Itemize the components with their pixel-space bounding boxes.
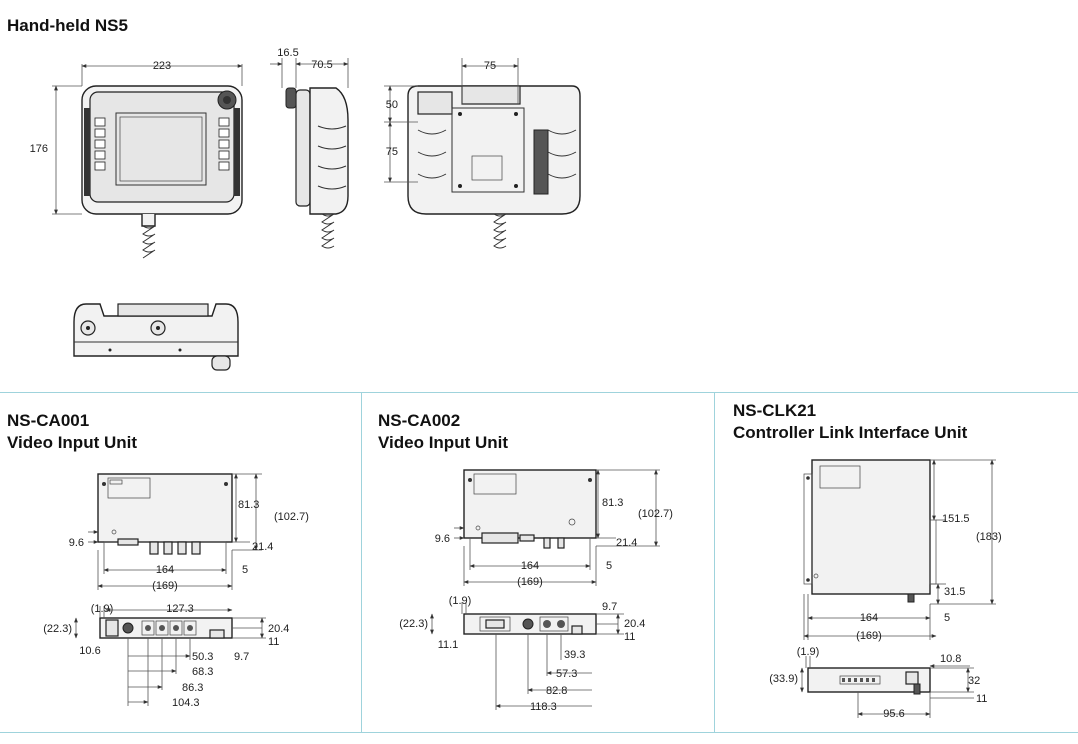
ca001-dim-5: 5 (242, 564, 248, 576)
ca001-top-view: 81.3 (102.7) 9.6 21.4 164 5 (169) (69, 473, 309, 592)
clk21-title: NS-CLK21 Controller Link Interface Unit (733, 400, 967, 444)
ca002-dim-169: (169) (517, 576, 543, 588)
clk21-dim-169: (169) (856, 630, 882, 642)
ca001b-dim-9-7: 9.7 (234, 651, 249, 663)
ca002b-dim-20-4: 20.4 (624, 618, 645, 630)
ca002b-dim-82-8: 82.8 (546, 685, 567, 697)
ca002-bottom-view: (1.9) 9.7 (22.3) 20.4 11 11.1 39.3 57.3 … (399, 595, 645, 713)
horizontal-divider-top (0, 392, 1078, 393)
ca002-dim-21-4: 21.4 (616, 537, 637, 549)
ca002-model: NS-CA002 (378, 411, 461, 430)
ca001-dim-102-7: (102.7) (274, 511, 309, 523)
ca001b-dim-20-4: 20.4 (268, 623, 289, 635)
vertical-divider-2 (714, 392, 715, 733)
ca001-dim-81-3: 81.3 (238, 499, 259, 511)
handheld-bottom-view (73, 303, 239, 371)
clk21b-dim-1-9: (1.9) (797, 646, 820, 658)
handheld-front-view: 223 176 (30, 60, 243, 259)
ca002b-dim-118-3: 118.3 (530, 701, 557, 713)
horizontal-divider-bottom (0, 732, 1078, 733)
ca002-dim-164: 164 (521, 560, 539, 572)
clk21-top-view: 151.5 (183) 31.5 164 5 (169) (803, 459, 1002, 642)
ca001b-dim-22-3: (22.3) (43, 623, 72, 635)
ca001-dim-9-6: 9.6 (69, 537, 84, 549)
clk21b-dim-32: 32 (968, 675, 980, 687)
ca002b-dim-57-3: 57.3 (556, 668, 577, 680)
clk21-dim-5: 5 (944, 612, 950, 624)
clk21-model: NS-CLK21 (733, 401, 817, 420)
clk21-dim-151-5: 151.5 (942, 513, 970, 525)
ca002b-dim-1-9: (1.9) (449, 595, 472, 607)
ca001-dim-21-4: 21.4 (252, 541, 273, 553)
ca001-model: NS-CA001 (7, 411, 90, 430)
clk21-dim-183: (183) (976, 531, 1002, 543)
ca001b-dim-10-6: 10.6 (79, 645, 100, 657)
dim-50: 50 (386, 99, 398, 111)
clk21-dim-164: 164 (860, 612, 878, 624)
vertical-divider-1 (361, 392, 362, 733)
dim-75-side: 75 (386, 146, 398, 158)
ca002-dim-81-3: 81.3 (602, 497, 623, 509)
clk21-subtitle: Controller Link Interface Unit (733, 423, 968, 442)
ca002-dim-5: 5 (606, 560, 612, 572)
ca001-title: NS-CA001 Video Input Unit (7, 410, 137, 454)
handheld-side-view: 16.5 70.5 (270, 47, 349, 249)
ca002-dim-9-6: 9.6 (435, 533, 450, 545)
ca001-bottom-view: (1.9) 127.3 (22.3) 20.4 11 10.6 50.3 9.7… (43, 603, 289, 709)
ca001b-dim-11: 11 (268, 636, 279, 648)
ca001b-dim-1-9: (1.9) (91, 603, 114, 615)
clk21b-dim-33-9: (33.9) (769, 673, 798, 685)
dim-176: 176 (30, 143, 48, 155)
ca002-title: NS-CA002 Video Input Unit (378, 410, 508, 454)
hand-held-title: Hand-held NS5 (7, 16, 128, 35)
ca002b-dim-11-1: 11.1 (438, 639, 459, 651)
handheld-back-view: 75 50 75 (384, 58, 581, 249)
ca001b-dim-127-3: 127.3 (166, 603, 194, 615)
ca001b-dim-104-3: 104.3 (172, 697, 200, 709)
clk21-bottom-view: (1.9) 10.8 (33.9) 32 11 95.6 (769, 646, 987, 720)
ca001b-dim-50-3: 50.3 (192, 651, 213, 663)
ca002-dim-102-7: (102.7) (638, 508, 673, 520)
dim-16-5: 16.5 (277, 47, 298, 59)
ca001-dim-164: 164 (156, 564, 174, 576)
ca001b-dim-68-3: 68.3 (192, 666, 213, 678)
ca002b-dim-9-7: 9.7 (602, 601, 617, 613)
dim-223: 223 (153, 60, 171, 72)
clk21-dim-31-5: 31.5 (944, 586, 965, 598)
ca002b-dim-39-3: 39.3 (564, 649, 585, 661)
ca002b-dim-11: 11 (624, 631, 635, 643)
ca001-subtitle: Video Input Unit (7, 433, 138, 452)
dim-75-top: 75 (484, 60, 496, 72)
ca001b-dim-86-3: 86.3 (182, 682, 203, 694)
clk21b-dim-95-6: 95.6 (883, 708, 904, 720)
ca002-top-view: 81.3 (102.7) 9.6 21.4 164 5 (169) (435, 469, 673, 588)
clk21b-dim-10-8: 10.8 (940, 653, 961, 665)
ca002-subtitle: Video Input Unit (378, 433, 509, 452)
dim-70-5: 70.5 (311, 59, 332, 71)
ca002b-dim-22-3: (22.3) (399, 618, 428, 630)
ca001-dim-169: (169) (152, 580, 178, 592)
clk21b-dim-11: 11 (976, 693, 987, 705)
